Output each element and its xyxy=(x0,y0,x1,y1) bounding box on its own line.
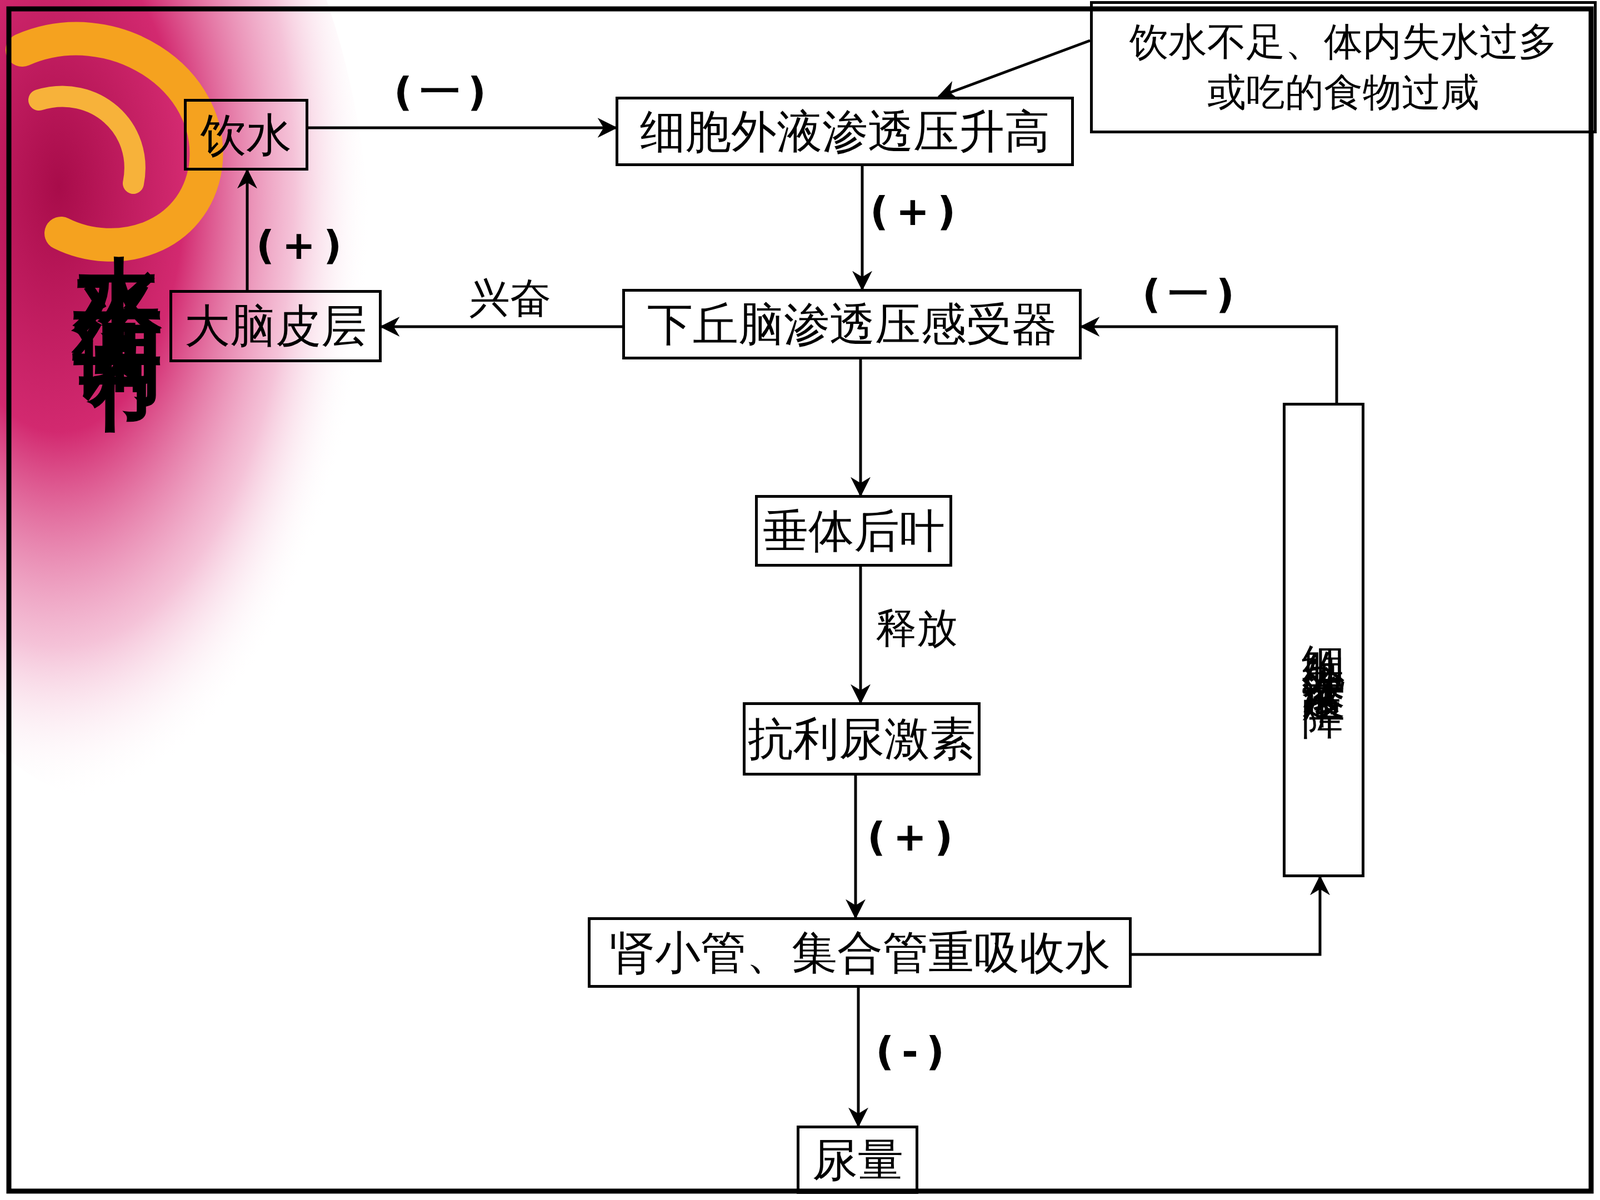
edge-label: 兴奋 xyxy=(468,277,552,319)
vertical-process-box: 细胞外液渗透压下降 xyxy=(1282,402,1365,878)
process-box: 抗利尿激素 xyxy=(742,702,981,776)
arrow-connector xyxy=(859,566,863,703)
process-box: 肾小管、集合管重吸收水 xyxy=(587,917,1132,988)
edge-label: (-) xyxy=(875,1031,953,1072)
node-text: 尿量 xyxy=(812,1137,904,1183)
node-text: 细胞外液渗透压升高 xyxy=(640,108,1050,155)
arrow-connector xyxy=(308,126,616,130)
node-text: 细胞外液渗透压下降 xyxy=(1302,610,1346,670)
node-text: 肾小管、集合管重吸收水 xyxy=(609,930,1111,976)
diagram-title: 水平衡调节 xyxy=(75,183,164,295)
arrow-connector xyxy=(857,987,860,1126)
node-text: 饮水不足、体内失水过多 或吃的食物过咸 xyxy=(1115,16,1572,118)
process-box: 尿量 xyxy=(796,1125,919,1194)
arrow-connector xyxy=(1081,326,1337,403)
node-text: 下丘脑渗透压感受器 xyxy=(647,301,1058,348)
edge-label: (+) xyxy=(870,191,964,232)
arrow-connector xyxy=(381,325,623,329)
process-box: 细胞外液渗透压升高 xyxy=(615,96,1074,167)
arrow-connector xyxy=(246,170,249,290)
process-box: 垂体后叶 xyxy=(755,495,953,567)
node-text: 抗利尿激素 xyxy=(747,716,976,762)
arrow-connector xyxy=(854,775,858,918)
process-box: 下丘脑渗透压感受器 xyxy=(622,288,1082,360)
arrow-connector xyxy=(938,40,1090,97)
slide-frame xyxy=(8,8,1592,1192)
edge-label: (一) xyxy=(1142,273,1243,314)
node-text: 垂体后叶 xyxy=(762,508,945,554)
edge-label: (+) xyxy=(256,225,350,265)
edge-label: 释放 xyxy=(875,607,958,649)
node-text: 大脑皮层 xyxy=(184,303,367,349)
arrow-connector xyxy=(859,359,863,495)
process-box: 饮水 xyxy=(183,98,309,171)
arrow-connector xyxy=(861,166,864,289)
node-text: 饮水 xyxy=(200,112,292,158)
magenta-wash xyxy=(0,0,373,800)
orange-swirl xyxy=(38,96,135,184)
edge-label: (一) xyxy=(393,71,494,112)
process-box: 饮水不足、体内失水过多 或吃的食物过咸 xyxy=(1090,1,1597,134)
arrow-connector xyxy=(1131,877,1320,955)
process-box: 大脑皮层 xyxy=(169,290,382,363)
edge-label: (+) xyxy=(867,816,961,857)
